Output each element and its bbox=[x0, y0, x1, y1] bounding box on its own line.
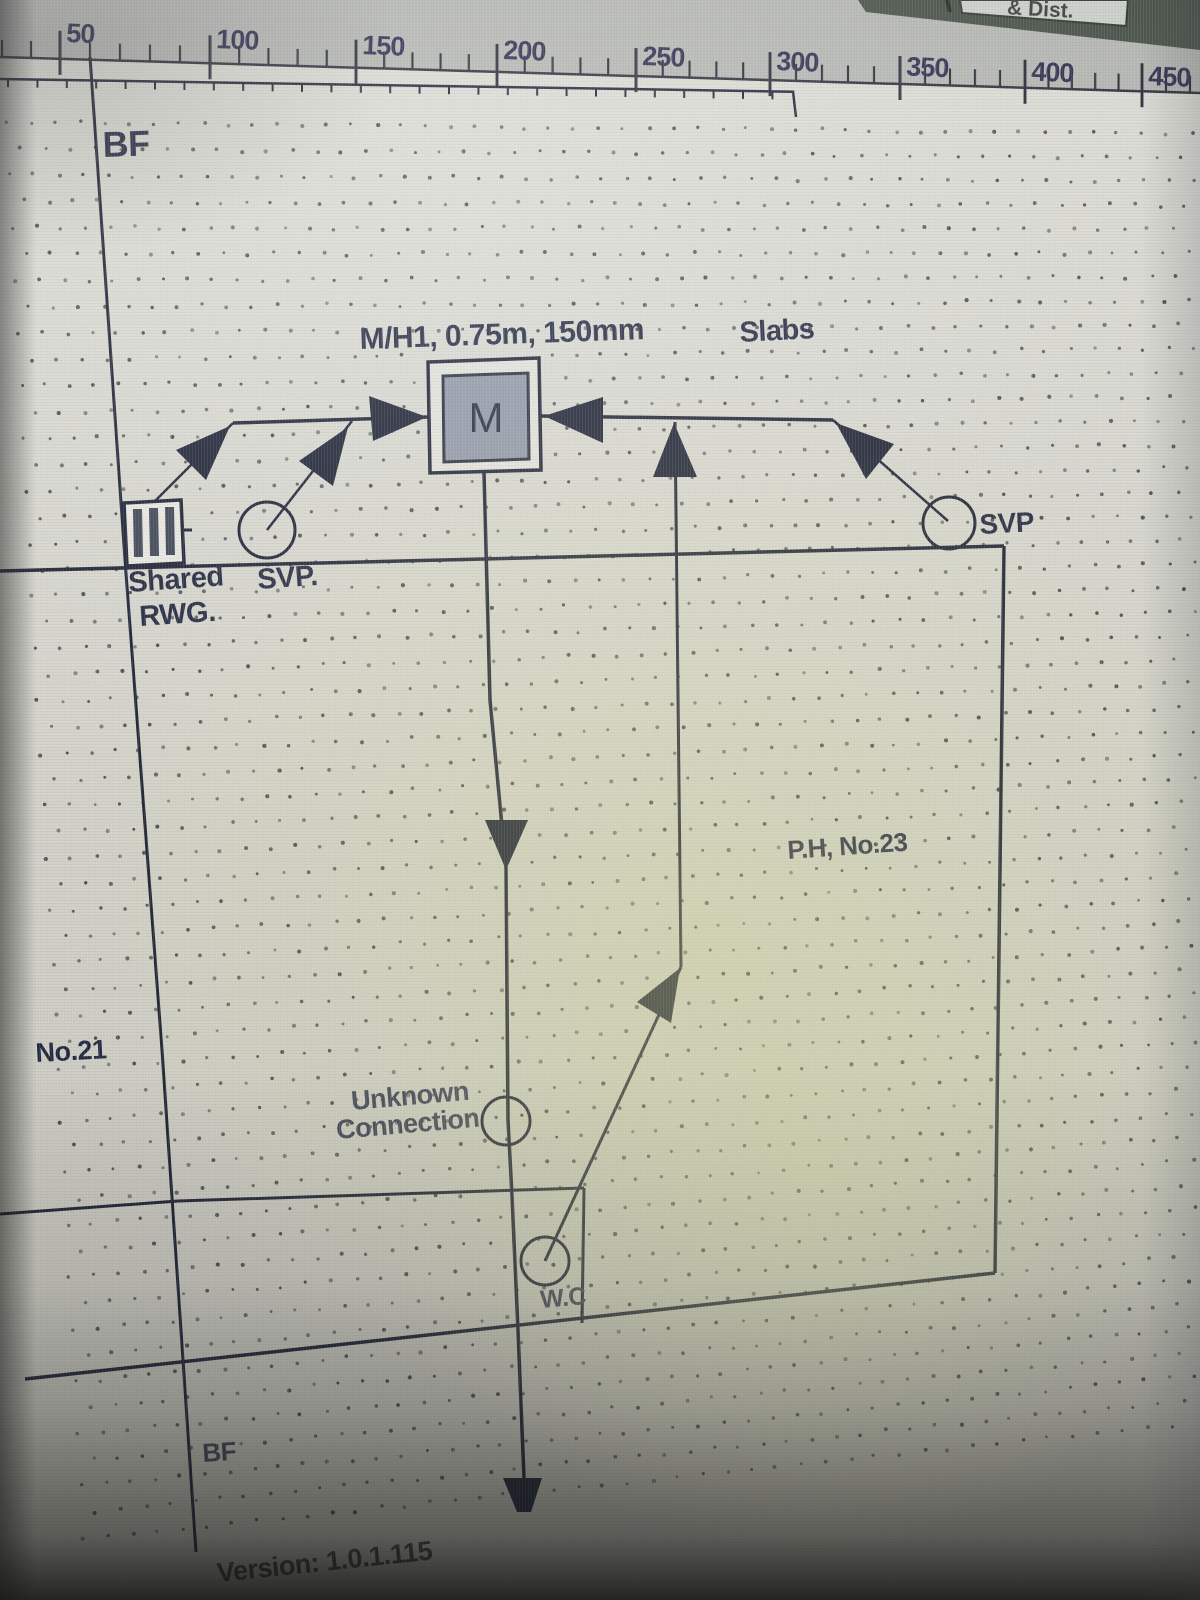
label-bf-bottom[interactable]: BF bbox=[201, 1436, 237, 1468]
label-slabs[interactable]: Slabs bbox=[739, 313, 815, 349]
label-shared[interactable]: Shared bbox=[127, 560, 224, 599]
ruler-label-300: 300 bbox=[776, 46, 819, 78]
ruler-label-350: 350 bbox=[906, 52, 949, 84]
ruler-label-100: 100 bbox=[216, 24, 259, 56]
manhole-symbol[interactable]: M bbox=[426, 356, 543, 475]
label-svp-left[interactable]: SVP. bbox=[256, 560, 318, 596]
gully-bar bbox=[133, 509, 143, 557]
ruler-label-400: 400 bbox=[1031, 57, 1074, 89]
label-wc[interactable]: W.C bbox=[539, 1282, 587, 1314]
label-property-left[interactable]: No.21 bbox=[35, 1034, 108, 1068]
label-bf-top[interactable]: BF bbox=[102, 122, 150, 165]
ruler-label-50: 50 bbox=[66, 18, 95, 49]
gully-bar bbox=[165, 507, 175, 555]
label-rwg[interactable]: RWG. bbox=[138, 596, 216, 633]
toolbar-button-label: & Dist. bbox=[1007, 0, 1075, 23]
ruler-label-450: 450 bbox=[1148, 61, 1191, 93]
manhole-letter: M bbox=[469, 394, 504, 441]
ruler-label-250: 250 bbox=[642, 41, 685, 73]
ruler-label-150: 150 bbox=[362, 30, 405, 62]
gully-symbol[interactable] bbox=[122, 498, 192, 568]
gully-bar bbox=[149, 508, 159, 556]
label-svp-right[interactable]: SVP bbox=[979, 506, 1035, 540]
ruler-label-200: 200 bbox=[503, 35, 546, 67]
